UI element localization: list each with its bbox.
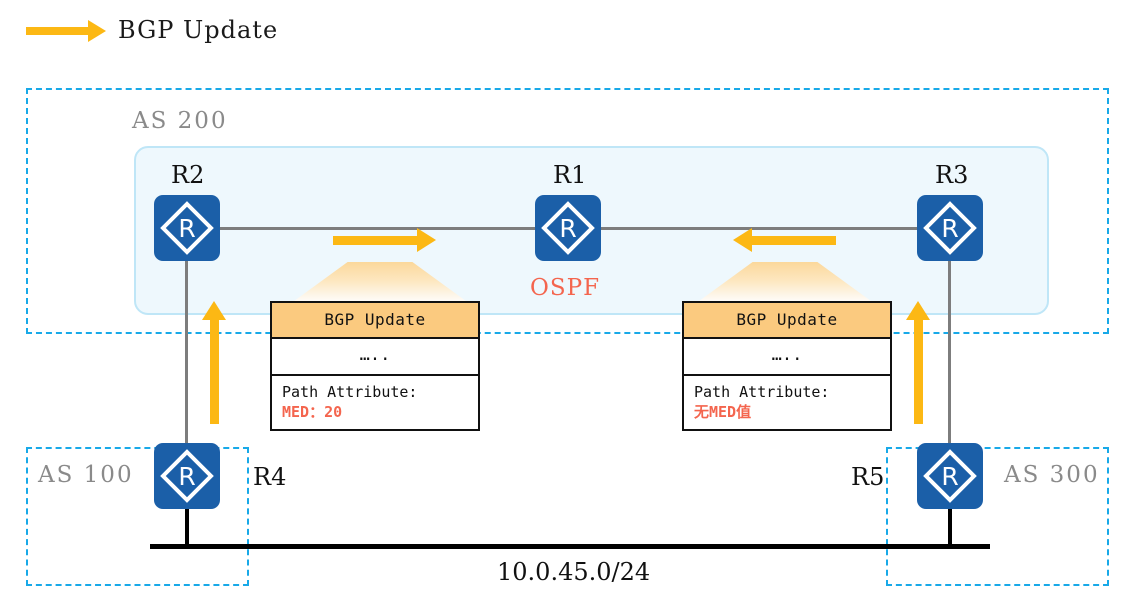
router-r1[interactable]: R [535, 195, 601, 261]
as-boundary-as100 [26, 447, 249, 586]
bgp-update-arrow-r2-r1 [333, 228, 436, 252]
link-r3-r5 [948, 259, 951, 445]
router-label-r4: R4 [253, 463, 287, 491]
router-icon: R [923, 201, 977, 255]
as-boundary-as200 [26, 88, 1109, 334]
path-attribute-value: MED：20 [282, 403, 343, 422]
network-bus [150, 544, 990, 549]
network-bus-label: 10.0.45.0/24 [497, 558, 651, 586]
router-icon: R [160, 201, 214, 255]
router-label-r3: R3 [935, 161, 969, 189]
path-attribute-label: Path Attribute: [282, 383, 418, 401]
link-r2-r4 [185, 259, 188, 445]
callout-header: BGP Update [684, 303, 890, 339]
router-r5[interactable]: R [917, 443, 983, 509]
router-icon: R [923, 449, 977, 503]
router-r3[interactable]: R [917, 195, 983, 261]
link-r1-r3 [599, 227, 919, 230]
path-attribute-label: Path Attribute: [694, 383, 830, 401]
as-label-as100: AS 100 [38, 462, 134, 488]
svg-text:R: R [941, 214, 958, 243]
link-r2-r1 [218, 227, 537, 230]
bgp-update-callout-right: BGP Update ….. Path Attribute: 无MED值 [682, 301, 892, 431]
router-r2[interactable]: R [154, 195, 220, 261]
svg-text:R: R [941, 462, 958, 491]
router-label-r5: R5 [851, 463, 885, 491]
callout-path-attribute: Path Attribute: MED：20 [272, 376, 478, 429]
router-label-r2: R2 [171, 161, 205, 189]
arrow-right-icon [26, 20, 106, 42]
callout-ellipsis: ….. [272, 339, 478, 376]
svg-text:R: R [178, 462, 195, 491]
path-attribute-value: 无MED值 [694, 403, 752, 422]
bgp-update-callout-left: BGP Update ….. Path Attribute: MED：20 [270, 301, 480, 431]
link-r5-bus [948, 507, 952, 548]
router-r4[interactable]: R [154, 443, 220, 509]
bgp-update-arrow-r5-r3 [906, 301, 930, 424]
callout-path-attribute: Path Attribute: 无MED值 [684, 376, 890, 429]
link-r4-bus [185, 507, 189, 548]
router-label-r1: R1 [553, 161, 587, 189]
protocol-label-ospf: OSPF [530, 275, 601, 301]
bgp-update-arrow-r3-r1 [733, 228, 836, 252]
svg-text:R: R [559, 214, 576, 243]
legend-label: BGP Update [118, 16, 279, 44]
as-boundary-as300 [886, 447, 1109, 586]
as-label-as200: AS 200 [132, 108, 228, 134]
router-icon: R [160, 449, 214, 503]
svg-text:R: R [178, 214, 195, 243]
router-icon: R [541, 201, 595, 255]
bgp-update-arrow-r4-r2 [202, 301, 226, 424]
callout-ellipsis: ….. [684, 339, 890, 376]
callout-header: BGP Update [272, 303, 478, 339]
as-label-as300: AS 300 [1004, 462, 1100, 488]
